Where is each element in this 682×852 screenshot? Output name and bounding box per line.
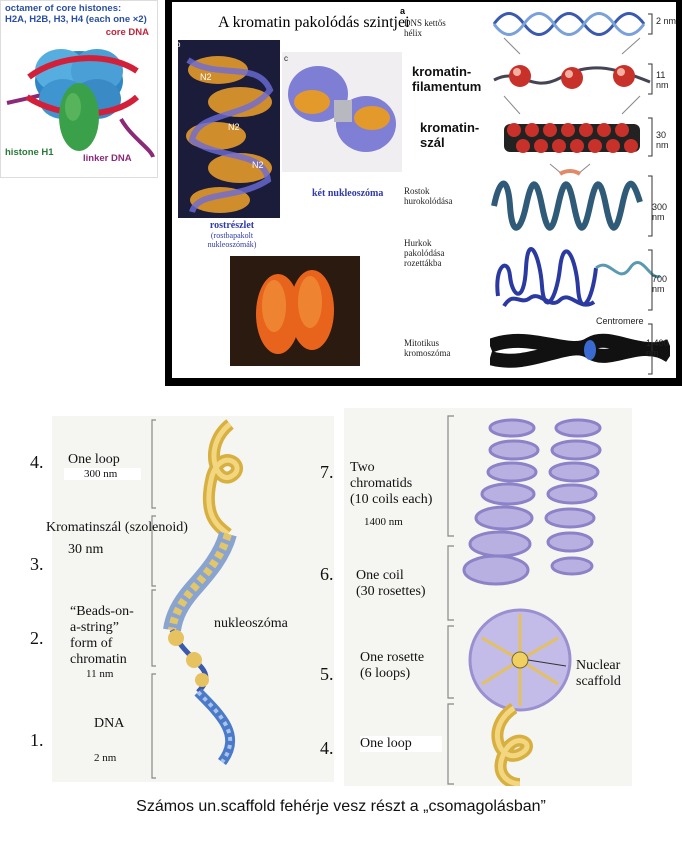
step-size: 2 nm bbox=[94, 752, 117, 764]
nucleosome-label: nukleoszóma bbox=[214, 616, 288, 631]
n2-label: N2 bbox=[200, 72, 212, 82]
step-size: 11 nm bbox=[86, 668, 114, 680]
level-label: kromatin-szál bbox=[420, 120, 480, 150]
panel-a-letter: a bbox=[400, 6, 406, 16]
measure-1400nm: 1,400 nm bbox=[646, 338, 669, 358]
mitotic-chromosome-photo bbox=[230, 256, 360, 366]
step-number: 4. bbox=[30, 452, 44, 472]
packaging-levels-diagram bbox=[490, 12, 670, 375]
step-label: One rosette (6 loops) bbox=[360, 650, 425, 681]
histone-h1-label: histone H1 bbox=[5, 147, 54, 158]
packaging-heading: A kromatin pakolódás szintjei bbox=[218, 14, 410, 31]
step-label: One coil (30 rosettes) bbox=[356, 568, 426, 599]
nucleosome-illustration bbox=[6, 49, 155, 158]
fiber-segment-subcaption: (rostbapakolt nukleoszómák) bbox=[207, 231, 257, 249]
step-number: 6. bbox=[320, 564, 334, 584]
fiber-segment-caption: rostrészlet bbox=[209, 220, 255, 231]
fiber-segment-image bbox=[178, 40, 280, 218]
packaging-levels-content: A kromatin pakolódás szintjei b N2 N2 N2… bbox=[172, 2, 676, 378]
step-number: 7. bbox=[320, 462, 334, 482]
n2-label: N2 bbox=[228, 122, 240, 132]
panel-b-letter: b bbox=[176, 40, 181, 49]
step-label: One loop bbox=[360, 736, 442, 752]
step-label: “Beads-on- a-string” form of chromatin bbox=[70, 604, 134, 667]
n2-label: N2 bbox=[252, 160, 264, 170]
measure-2nm: 2 nm bbox=[656, 16, 677, 26]
step-label: DNA bbox=[94, 716, 125, 731]
step-size: 1400 nm bbox=[364, 516, 403, 528]
step-size: 300 nm bbox=[64, 468, 142, 480]
two-nucleosomes-caption: két nukleoszóma bbox=[312, 188, 384, 199]
figure-caption: Számos un.scaffold fehérje vesz részt a … bbox=[136, 798, 546, 815]
step-number: 2. bbox=[30, 628, 44, 648]
measure-30nm: 30 nm bbox=[656, 130, 669, 150]
measure-300nm: 300 nm bbox=[652, 202, 668, 222]
step-label: Two chromatids (10 coils each) bbox=[350, 460, 433, 507]
two-nucleosomes-image bbox=[282, 52, 402, 172]
step-label: One loop bbox=[68, 452, 120, 467]
step-size: 30 nm bbox=[68, 542, 104, 557]
chromosome-levels-illustration bbox=[344, 408, 632, 786]
step-number: 1. bbox=[30, 730, 44, 750]
nuclear-scaffold-label: Nuclear scaffold bbox=[576, 658, 621, 689]
level-label: kromatin-filamentum bbox=[412, 64, 482, 94]
measure-11nm: 11 nm bbox=[656, 70, 669, 90]
panel-c-letter: c bbox=[284, 54, 288, 63]
core-dna-label: core DNA bbox=[105, 27, 149, 38]
measure-700nm: 700 nm bbox=[652, 274, 668, 294]
step-number: 3. bbox=[30, 554, 44, 574]
chromatin-levels-illustration bbox=[52, 416, 334, 782]
nucleosome-figure: octamer of core histones: H2A, H2B, H3, … bbox=[0, 0, 158, 178]
octamer-label: octamer of core histones: H2A, H2B, H3, … bbox=[5, 3, 147, 25]
centromere-label: Centromere bbox=[596, 316, 644, 326]
linker-dna-label: linker DNA bbox=[83, 153, 132, 164]
step-label: Kromatinszál (szolenoid) bbox=[46, 520, 188, 535]
step-number: 4. bbox=[320, 738, 334, 758]
step-number: 5. bbox=[320, 664, 334, 684]
